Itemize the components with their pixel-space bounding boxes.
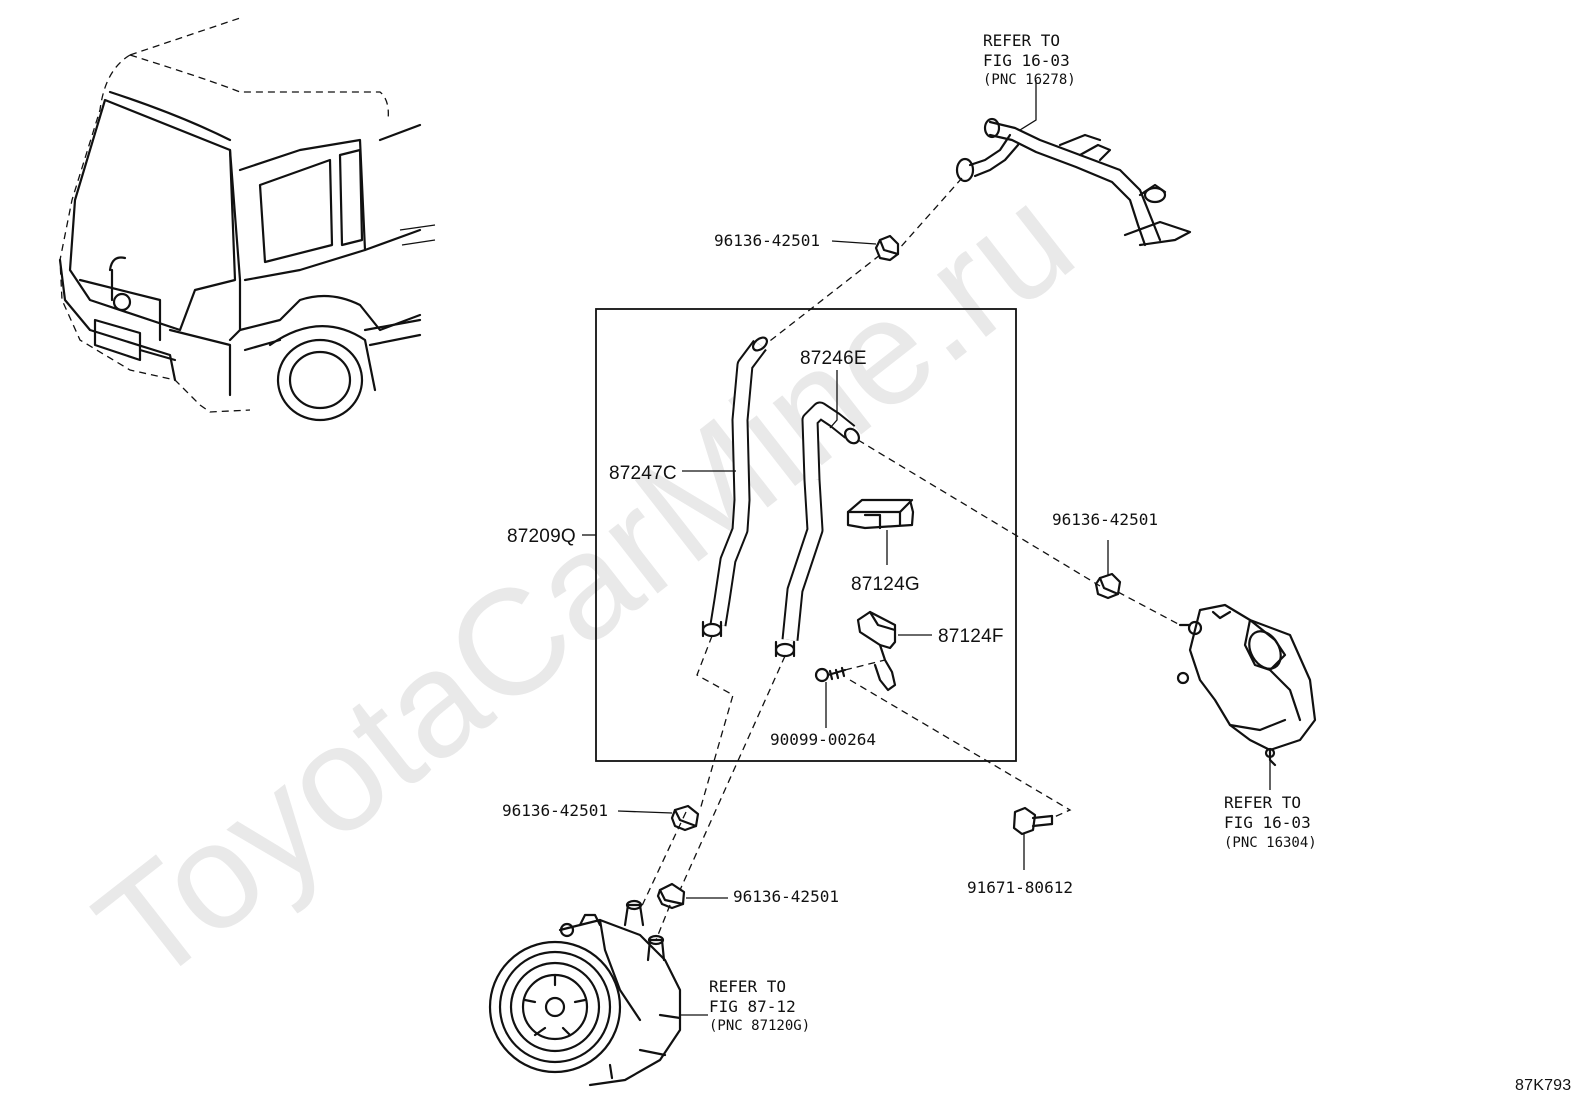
clip-bottom (656, 882, 686, 910)
clip-top (874, 234, 900, 262)
clip-right (1094, 572, 1122, 600)
label-clip-top: 96136-42501 (714, 231, 820, 250)
block-87124G (846, 498, 915, 530)
ref-top-line2: FIG 16-03 (983, 51, 1070, 70)
label-87124F: 87124F (938, 626, 1004, 647)
ref-bottom-line3: (PNC 87120G) (709, 1018, 810, 1034)
top-pipe-assembly (955, 117, 1192, 247)
ref-bottom-line1: REFER TO (709, 977, 786, 996)
label-clip-right: 96136-42501 (1052, 510, 1158, 529)
ref-bottom-line2: FIG 87-12 (709, 997, 796, 1016)
vehicle-illustration (58, 17, 436, 422)
ref-right-line2: FIG 16-03 (1224, 813, 1311, 832)
ref-right-line3: (PNC 16304) (1224, 835, 1317, 851)
label-87247C: 87247C (609, 463, 677, 484)
bolt-91671-80612 (1012, 806, 1054, 836)
vacuum-pump (488, 899, 682, 1087)
bracket-87124F (856, 610, 897, 692)
bolt-90099-00264 (814, 666, 847, 683)
label-87124G: 87124G (851, 574, 920, 595)
label-90099-00264: 90099-00264 (770, 730, 876, 749)
ref-right-line1: REFER TO (1224, 793, 1301, 812)
label-87209Q: 87209Q (507, 526, 576, 547)
top-reference: REFER TO FIG 16-03 (PNC 16278) (983, 31, 1076, 88)
label-91671-80612: 91671-80612 (967, 878, 1073, 897)
ref-top-line3: (PNC 16278) (983, 72, 1076, 88)
ref-top-line1: REFER TO (983, 31, 1060, 50)
hose-87246E (774, 401, 860, 658)
leader-lines (617, 80, 1271, 1016)
hose-87247C (701, 336, 769, 638)
label-clip-left: 96136-42501 (502, 801, 608, 820)
diagram-id: 87K793 (1515, 1077, 1571, 1094)
assembly-lines (639, 177, 1181, 941)
thermostat-housing (1176, 603, 1317, 767)
bottom-reference: REFER TO FIG 87-12 (PNC 87120G) (709, 977, 810, 1034)
right-reference: REFER TO FIG 16-03 (PNC 16304) (1224, 793, 1317, 851)
label-clip-bottom: 96136-42501 (733, 887, 839, 906)
label-87246E: 87246E (800, 348, 867, 369)
clip-left (670, 804, 700, 832)
